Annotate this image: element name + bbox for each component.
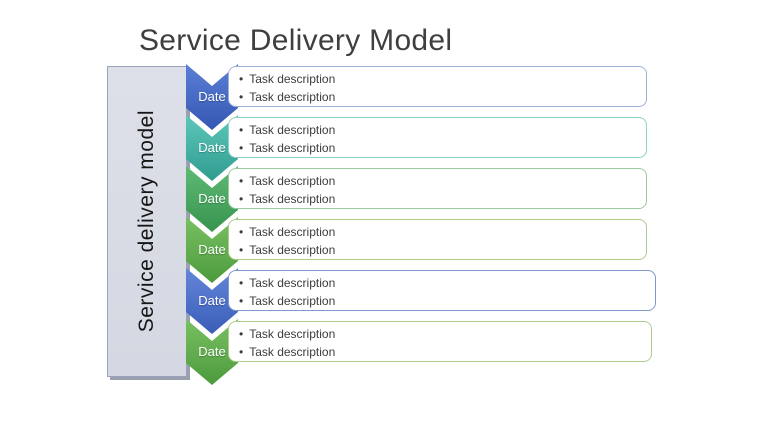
task-item: • Task description — [239, 325, 651, 343]
task-item: • Task description — [239, 343, 651, 361]
date-label: Date — [198, 89, 226, 104]
task-box: • Task description • Task description — [228, 321, 652, 362]
task-text: Task description — [249, 276, 336, 290]
task-box: • Task description • Task description — [228, 270, 656, 311]
bullet-icon: • — [239, 243, 244, 257]
date-chevron-icon — [186, 115, 238, 181]
bullet-icon: • — [239, 276, 244, 290]
date-chevron-icon — [186, 166, 238, 232]
slide-title: Service Delivery Model — [139, 24, 453, 57]
task-box: • Task description • Task description — [228, 168, 647, 209]
bullet-icon: • — [239, 174, 244, 188]
task-item: • Task description — [239, 274, 655, 292]
date-chevron-icon — [186, 268, 238, 334]
bullet-icon: • — [239, 225, 244, 239]
task-item: • Task description — [239, 292, 655, 310]
bullet-icon: • — [239, 72, 244, 86]
task-box: • Task description • Task description — [228, 66, 647, 107]
task-item: • Task description — [239, 190, 646, 208]
task-box: • Task description • Task description — [228, 219, 647, 260]
date-label: Date — [198, 344, 226, 359]
task-text: Task description — [249, 141, 336, 155]
task-item: • Task description — [239, 139, 646, 157]
bullet-icon: • — [239, 327, 244, 341]
task-box: • Task description • Task description — [228, 117, 647, 158]
task-item: • Task description — [239, 172, 646, 190]
task-text: Task description — [249, 174, 336, 188]
task-text: Task description — [249, 345, 336, 359]
bullet-icon: • — [239, 294, 244, 308]
sidebar: Service delivery model — [107, 66, 187, 377]
bullet-icon: • — [239, 123, 244, 137]
bullet-icon: • — [239, 141, 244, 155]
task-text: Task description — [249, 243, 336, 257]
date-chevron-icon — [186, 319, 238, 385]
task-text: Task description — [249, 294, 336, 308]
task-text: Task description — [249, 225, 336, 239]
task-text: Task description — [249, 123, 336, 137]
bullet-icon: • — [239, 90, 244, 104]
bullet-icon: • — [239, 192, 244, 206]
task-item: • Task description — [239, 88, 646, 106]
date-label: Date — [198, 140, 226, 155]
date-label: Date — [198, 191, 226, 206]
task-text: Task description — [249, 90, 336, 104]
task-text: Task description — [249, 192, 336, 206]
task-text: Task description — [249, 72, 336, 86]
date-label: Date — [198, 293, 226, 308]
date-chevron-icon — [186, 217, 238, 283]
task-item: • Task description — [239, 121, 646, 139]
task-text: Task description — [249, 327, 336, 341]
date-label: Date — [198, 242, 226, 257]
date-chevron-icon — [186, 64, 238, 130]
task-item: • Task description — [239, 241, 646, 259]
task-item: • Task description — [239, 70, 646, 88]
bullet-icon: • — [239, 345, 244, 359]
task-item: • Task description — [239, 223, 646, 241]
